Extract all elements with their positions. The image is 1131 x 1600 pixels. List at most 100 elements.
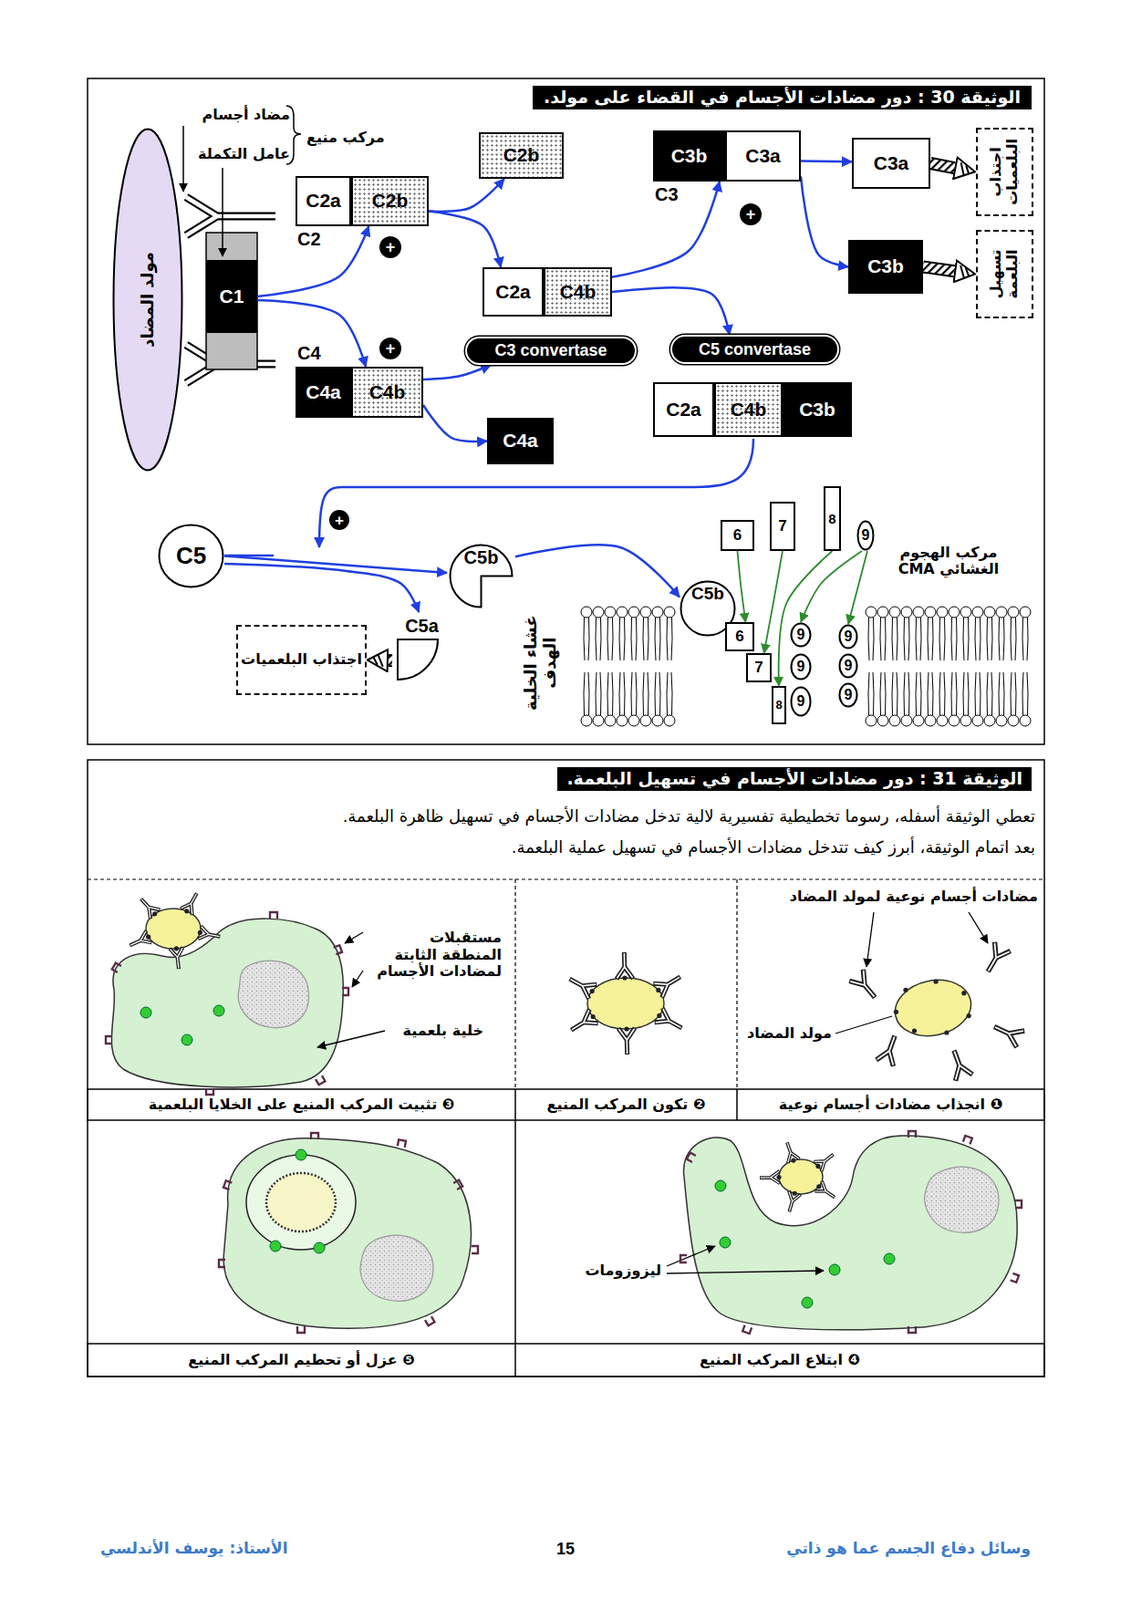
- antibody: [618, 1027, 636, 1055]
- step-caption-box: ❶ انجذاب مضادات أجسام نوعية: [736, 1089, 1045, 1121]
- fc-receptor: [105, 912, 1022, 1334]
- lipid-tail: [903, 617, 910, 661]
- fc-receptor: [269, 912, 278, 919]
- node-outline: [159, 525, 224, 588]
- activation-sign: +: [746, 206, 757, 223]
- step-caption: ❺ عزل أو تحطيم المركب المنيع: [187, 1351, 415, 1369]
- complement-fragment: 7: [769, 501, 796, 551]
- lipid-head: [984, 715, 996, 727]
- lipid-tail: [963, 617, 969, 661]
- node-text: C5b: [464, 547, 499, 569]
- antibody: [813, 1149, 837, 1172]
- lipid-head: [616, 715, 628, 727]
- antigen-determinant: [792, 1191, 798, 1196]
- panel-3: [111, 908, 385, 1088]
- node-outline: [397, 639, 438, 680]
- lipid-head: [960, 715, 972, 727]
- callout-label: مضادات أجسام نوعية لمولد المضاد: [789, 888, 1038, 905]
- c9-protein: 9: [856, 519, 875, 551]
- lipid-head: [592, 715, 604, 727]
- lipid-head: [1007, 606, 1019, 618]
- lipid-head: [948, 715, 960, 727]
- complement-fragment: C2a: [482, 267, 544, 317]
- leader-line: [182, 125, 185, 192]
- arrow-path: [423, 364, 491, 380]
- arrow-path: [428, 211, 501, 269]
- antigen-determinant: [933, 978, 938, 984]
- panel-5: [269, 1240, 281, 1252]
- antigen-determinant: [145, 934, 151, 940]
- lipid-tail: [951, 672, 957, 716]
- arrow-path: [612, 287, 730, 335]
- node-outline: [450, 545, 513, 608]
- callout-label: عامل التكملة: [197, 145, 291, 163]
- convertase-label: C3 convertase: [465, 336, 637, 365]
- instruction-text: تعطي الوثيقة أسفله، رسوما تخطيطية تفسيري…: [342, 807, 1036, 827]
- arrow-path: [423, 404, 488, 442]
- node-text: 9: [797, 658, 806, 675]
- lipid-head: [1019, 715, 1031, 727]
- antibody: [654, 1007, 686, 1036]
- lipid-head: [664, 715, 675, 727]
- node-outline: [840, 654, 858, 678]
- antibody: [759, 1171, 780, 1184]
- lipid-head: [996, 715, 1007, 727]
- lipid-tail: [619, 617, 625, 661]
- panel-1: [890, 973, 977, 1043]
- hatched-arrow: [930, 163, 955, 168]
- panel-5: [223, 1138, 471, 1329]
- node-outline: [791, 687, 811, 716]
- convertase-label: C5 convertase: [670, 334, 840, 364]
- complex-label-box: مركب الهجوم الغشائي CMA: [884, 533, 1013, 589]
- lipid-tail: [595, 617, 602, 661]
- reaction-arrow: [848, 550, 868, 624]
- instruction-text: بعد اتمام الوثيقة، أبرز كيف تتدخل مضادات…: [511, 838, 1036, 858]
- antigen-determinant: [656, 1013, 662, 1018]
- step-caption: ❹ ابتلاع المركب المنيع: [699, 1351, 861, 1369]
- antigen-determinant: [197, 930, 203, 935]
- panel-1: [968, 912, 988, 944]
- node-text: C1: [219, 285, 245, 308]
- membrane-bilayer: [581, 606, 1031, 727]
- panel-4: [715, 1180, 727, 1192]
- effect-box: اجتذاب البلعميات: [975, 127, 1034, 217]
- fc-receptor: [963, 1135, 973, 1144]
- arrow-outline: [923, 267, 955, 272]
- node-text: C4b: [369, 381, 406, 404]
- node-text: C2a: [305, 189, 342, 212]
- lipid-tail: [583, 617, 590, 661]
- node-text: 8: [775, 698, 782, 713]
- reaction-arrow: [423, 404, 488, 442]
- panel-1: [849, 942, 1025, 1081]
- panel-3: [111, 918, 343, 1088]
- lipid-tail: [963, 672, 969, 716]
- node-text: C4b: [560, 280, 597, 303]
- complement-fragment: 6: [725, 622, 755, 652]
- step-caption-box: ❺ عزل أو تحطيم المركب المنيع: [87, 1343, 516, 1377]
- lipid-head: [996, 606, 1007, 618]
- reaction-arrow: [224, 563, 419, 613]
- lipid-tail: [998, 672, 1005, 716]
- callout-label: مضاد أجسام: [202, 106, 291, 124]
- panel-4: [719, 1236, 731, 1248]
- reaction-arrow: [923, 267, 955, 272]
- reaction-arrow: [800, 160, 852, 163]
- reaction-arrow: [612, 287, 730, 335]
- node-outline: [791, 654, 811, 680]
- complement-fragment: 7: [746, 653, 772, 683]
- panel-5: [223, 1138, 471, 1329]
- antigen-determinant: [893, 1009, 899, 1015]
- antibody: [180, 890, 203, 915]
- c9-protein: 9: [789, 622, 812, 648]
- antigen-determinant: [815, 1163, 820, 1169]
- lipid-head: [628, 606, 640, 618]
- arrow-path: [428, 178, 505, 212]
- lipid-tail: [1010, 672, 1017, 716]
- reaction-arrow: [388, 660, 393, 662]
- fc-receptor: [112, 963, 122, 973]
- antigen-determinant: [184, 908, 189, 914]
- complement-fragment: C3a: [725, 130, 801, 182]
- complement-fragment: C4a: [487, 417, 554, 465]
- lipid-head: [604, 606, 616, 618]
- complement-fragment: C3a: [851, 137, 931, 189]
